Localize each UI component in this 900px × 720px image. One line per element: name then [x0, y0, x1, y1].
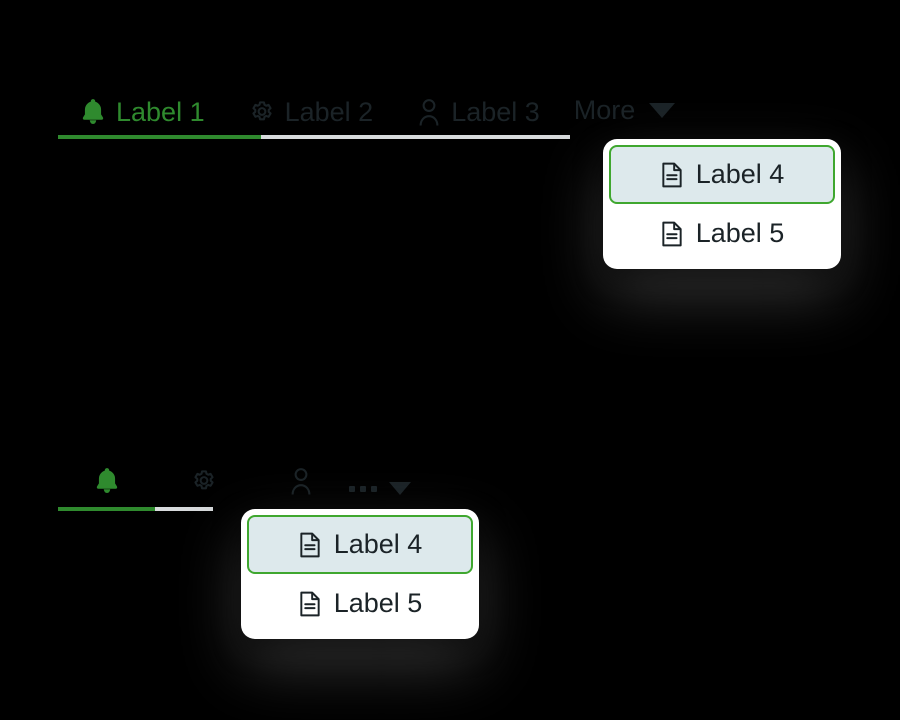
overflow-dropdown-menu: Label 4 Label 5: [241, 509, 479, 639]
tab-icon-gear[interactable]: [155, 469, 252, 507]
menu-item-label-5-text: Label 5: [695, 218, 785, 248]
compact-active-tab-indicator: [58, 507, 155, 511]
tab-label-3[interactable]: Label 3: [395, 98, 562, 138]
icon-only-tab-bar: [58, 455, 411, 507]
overflow-menu-item-label-4[interactable]: Label 4: [247, 515, 473, 574]
compact-tab-bar-rule: [58, 507, 213, 511]
chevron-down-icon: [649, 103, 676, 118]
menu-item-label-5[interactable]: Label 5: [609, 204, 835, 263]
document-icon: [298, 591, 322, 617]
overflow-menu-button[interactable]: [349, 482, 411, 507]
document-icon: [298, 532, 322, 558]
labelled-tab-bar: Label 1 Label 2 Label 3 More: [58, 82, 687, 138]
document-icon: [660, 221, 684, 247]
ellipsis-icon: [349, 485, 377, 492]
tab-icon-bell[interactable]: [58, 467, 155, 507]
tab-label-3-text: Label 3: [451, 96, 540, 127]
overflow-menu-item-label-4-text: Label 4: [333, 529, 423, 559]
overflow-menu-item-label-5-text: Label 5: [333, 588, 423, 618]
tab-label-1[interactable]: Label 1: [58, 98, 227, 138]
bell-icon: [80, 98, 106, 126]
tab-label-2-text: Label 2: [284, 97, 374, 127]
active-tab-indicator: [58, 135, 261, 139]
chevron-down-icon: [389, 482, 411, 495]
tab-label-1-text: Label 1: [116, 96, 205, 127]
overflow-menu-item-label-5[interactable]: Label 5: [247, 574, 473, 633]
tab-label-2[interactable]: Label 2: [227, 99, 396, 138]
menu-item-label-4-text: Label 4: [695, 159, 785, 189]
tab-icon-person[interactable]: [252, 467, 349, 507]
bell-icon: [94, 467, 120, 495]
tab-bar-rule: [58, 135, 570, 139]
gear-icon: [191, 469, 217, 495]
more-dropdown-menu: Label 4 Label 5: [603, 139, 841, 269]
more-tab-label: More: [573, 95, 636, 125]
gear-icon: [249, 100, 275, 126]
person-icon: [289, 467, 313, 495]
document-icon: [660, 162, 684, 188]
more-tab-button[interactable]: More: [562, 95, 688, 138]
menu-item-label-4[interactable]: Label 4: [609, 145, 835, 204]
person-icon: [417, 98, 441, 126]
